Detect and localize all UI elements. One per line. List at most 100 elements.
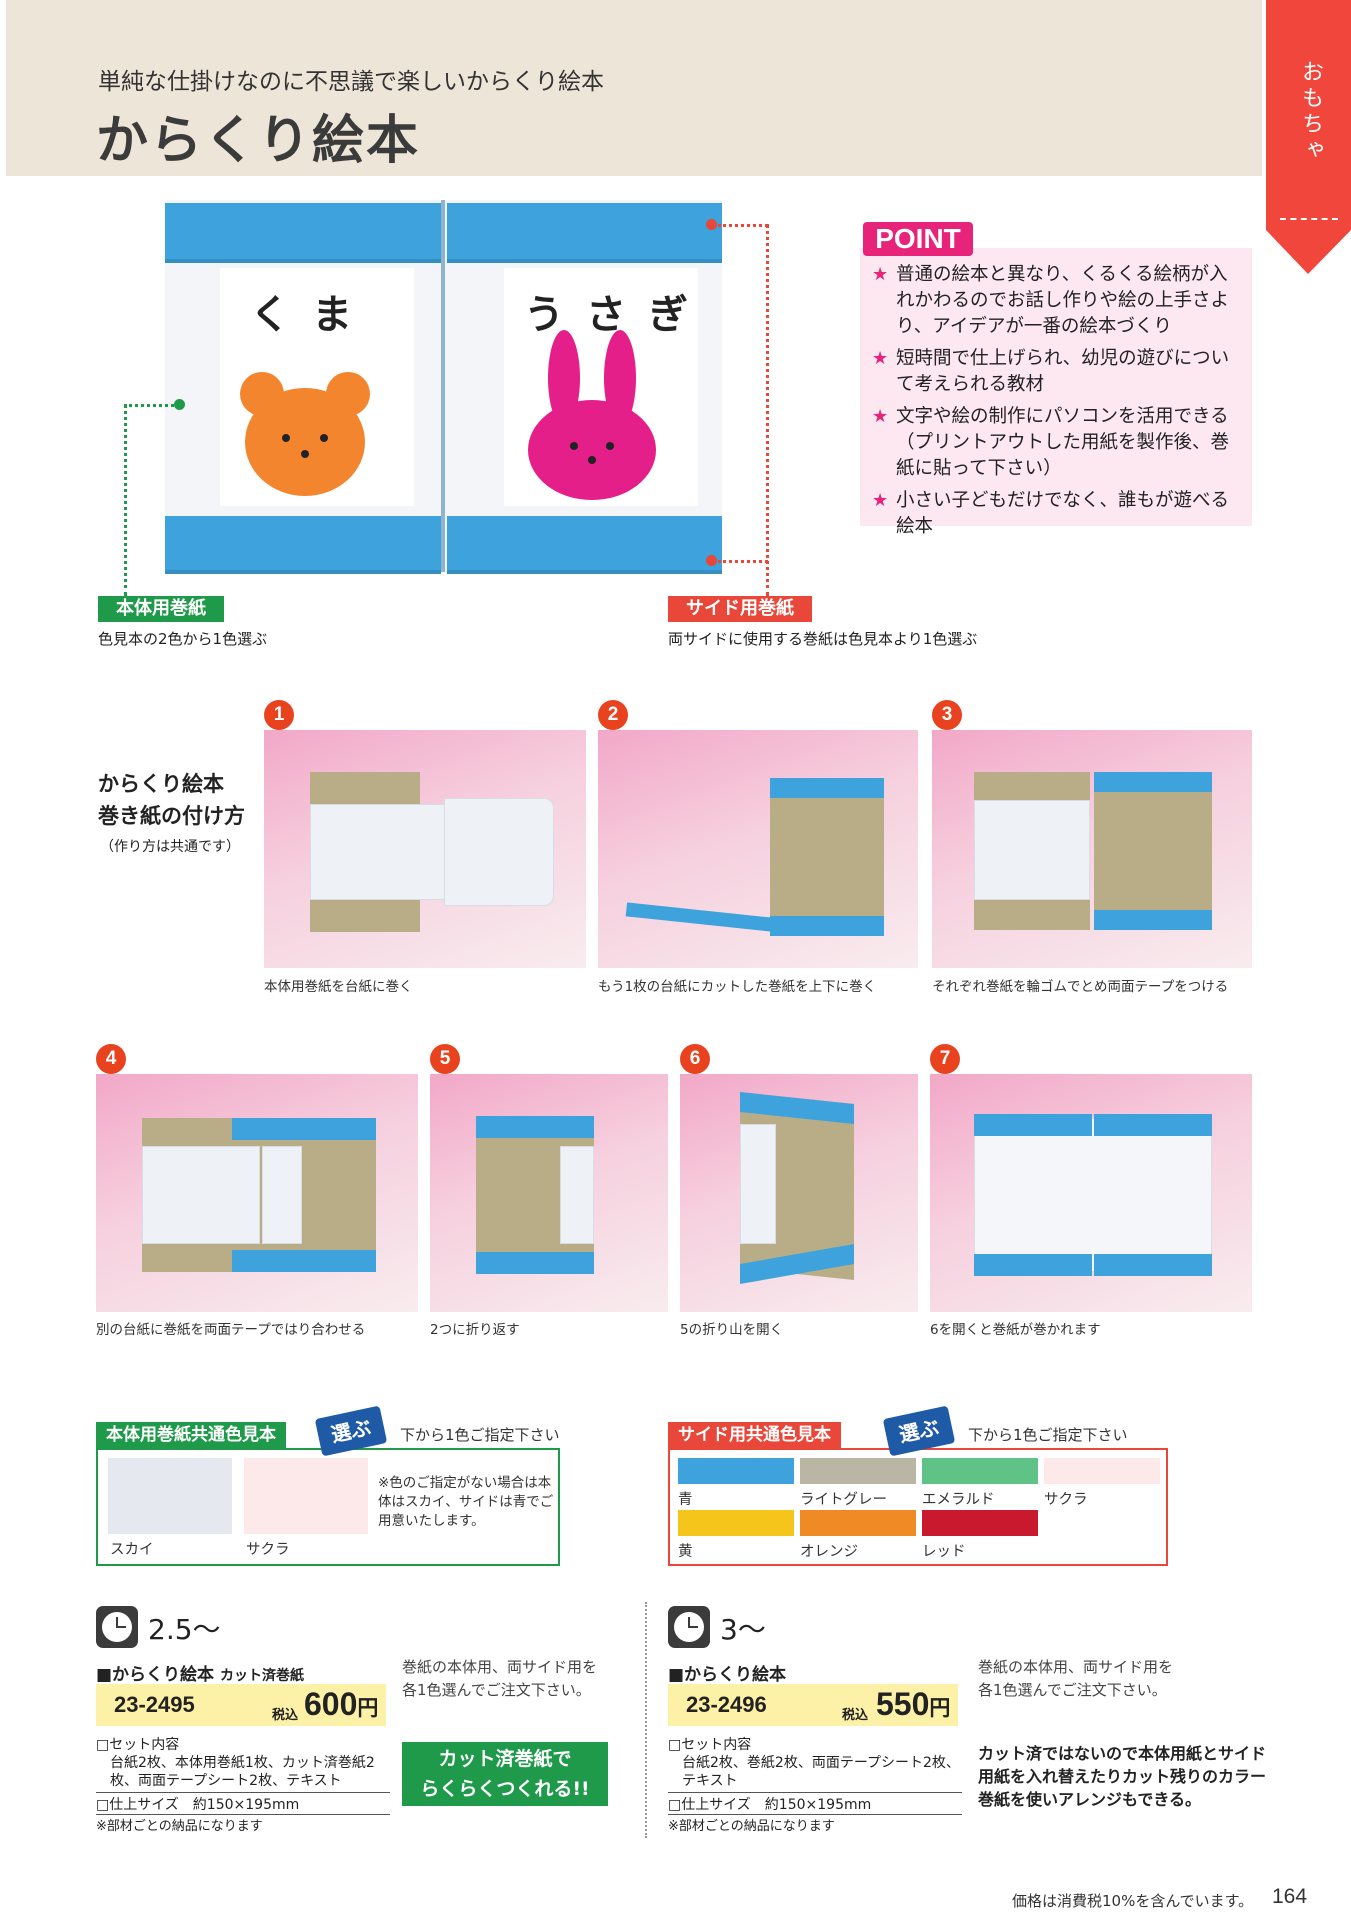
swatch-label: ライトグレー bbox=[800, 1492, 887, 1508]
swatch-label: オレンジ bbox=[800, 1544, 858, 1560]
swatch-sky[interactable] bbox=[108, 1458, 232, 1534]
order-note: 巻紙の本体用、両サイド用を各1色選んでご注文下さい。 bbox=[978, 1658, 1174, 1699]
product-name: ■からくり絵本 bbox=[668, 1665, 787, 1685]
spec-divider bbox=[668, 1814, 962, 1815]
product-price: 600円 bbox=[304, 1686, 379, 1722]
step-caption-4: 別の台紙に巻紙を両面テープではり合わせる bbox=[96, 1322, 366, 1338]
swatch-red[interactable] bbox=[922, 1510, 1038, 1536]
product-code: 23-2495 bbox=[114, 1692, 195, 1717]
side-swatch-instruction: 下から1色ご指定下さい bbox=[968, 1426, 1128, 1444]
top-band-left bbox=[165, 203, 441, 263]
left-page-word: くま bbox=[250, 292, 374, 338]
body-callout-line-h bbox=[124, 404, 180, 407]
star-icon: ★ bbox=[872, 406, 889, 427]
step-caption-2: もう1枚の台紙にカットした巻紙を上下に巻く bbox=[598, 979, 877, 995]
swatch-label: エメラルド bbox=[922, 1492, 995, 1508]
page-subtitle: 単純な仕掛けなのに不思議で楽しいからくり絵本 bbox=[98, 69, 604, 95]
side-callout-line-top bbox=[718, 224, 768, 227]
spec-divider bbox=[96, 1792, 390, 1793]
finished-size: □仕上サイズ 約150×195mm bbox=[96, 1797, 300, 1813]
side-swatch-label: サイド用共通色見本 bbox=[668, 1422, 841, 1448]
page-title: からくり絵本 bbox=[96, 111, 421, 171]
page-number: 164 bbox=[1272, 1885, 1308, 1908]
price-bar bbox=[668, 1684, 958, 1726]
category-tab-arrow bbox=[1266, 230, 1351, 274]
bear-face-illustration bbox=[240, 372, 370, 496]
body-paper-label: 本体用巻紙 bbox=[98, 596, 224, 622]
category-tab-label: おもちゃ bbox=[1298, 60, 1323, 164]
step-photo-4 bbox=[96, 1074, 418, 1312]
point-box bbox=[860, 248, 1252, 526]
swatch-label: 黄 bbox=[678, 1544, 693, 1560]
body-swatch-instruction: 下から1色ご指定下さい bbox=[400, 1426, 560, 1444]
body-callout-dot bbox=[174, 399, 185, 410]
step-number-1: 1 bbox=[264, 700, 294, 730]
body-swatch-label: 本体用巻紙共通色見本 bbox=[96, 1422, 286, 1448]
cut-paper-badge: カット済巻紙でらくらくつくれる!! bbox=[402, 1742, 608, 1806]
swatch-blue[interactable] bbox=[678, 1458, 794, 1484]
point-list: ★普通の絵本と異なり、くるくる絵柄が入れかわるのでお話し作りや絵の上手さより、ア… bbox=[872, 262, 1244, 546]
step-number-6: 6 bbox=[680, 1044, 710, 1074]
swatch-sakura-side[interactable] bbox=[1044, 1458, 1160, 1484]
swatch-emerald[interactable] bbox=[922, 1458, 1038, 1484]
step-number-4: 4 bbox=[96, 1044, 126, 1074]
swatch-sakura[interactable] bbox=[244, 1458, 368, 1534]
arrange-note: カット済ではないので本体用紙とサイド用紙を入れ替えたりカット残りのカラー巻紙を使… bbox=[978, 1744, 1267, 1809]
rabbit-face-illustration bbox=[528, 330, 656, 500]
step-number-7: 7 bbox=[930, 1044, 960, 1074]
step-photo-3 bbox=[932, 730, 1252, 968]
tax-label: 税込 bbox=[842, 1708, 869, 1723]
steps-heading: からくり絵本 巻き紙の付け方 bbox=[98, 772, 245, 828]
point-item: ★小さい子どもだけでなく、誰もが遊べる絵本 bbox=[872, 490, 1230, 537]
step-caption-7: 6を開くと巻紙が巻かれます bbox=[930, 1322, 1101, 1338]
product-name: ■からくり絵本 カット済巻紙 bbox=[96, 1665, 304, 1685]
swatch-orange[interactable] bbox=[800, 1510, 916, 1536]
step-photo-1 bbox=[264, 730, 586, 968]
side-callout-dot-bottom bbox=[706, 555, 717, 566]
price-bar bbox=[96, 1684, 386, 1726]
step-number-3: 3 bbox=[932, 700, 962, 730]
star-icon: ★ bbox=[872, 264, 889, 285]
star-icon: ★ bbox=[872, 348, 889, 369]
step-photo-2 bbox=[598, 730, 918, 968]
product-price: 550円 bbox=[876, 1686, 951, 1722]
delivery-note: ※部材ごとの納品になります bbox=[96, 1819, 263, 1834]
point-label: POINT bbox=[863, 222, 973, 256]
category-tab[interactable] bbox=[1266, 0, 1351, 230]
steps-subheading: （作り方は共通です） bbox=[100, 839, 240, 855]
point-item: ★短時間で仕上げられ、幼児の遊びについて考えられる教材 bbox=[872, 348, 1230, 395]
step-caption-3: それぞれ巻紙を輪ゴムでとめ両面テープをつける bbox=[932, 979, 1229, 995]
spec-divider bbox=[96, 1814, 390, 1815]
side-paper-label: サイド用巻紙 bbox=[668, 596, 812, 622]
step-caption-6: 5の折り山を開く bbox=[680, 1322, 784, 1338]
swatch-yellow[interactable] bbox=[678, 1510, 794, 1536]
step-number-5: 5 bbox=[430, 1044, 460, 1074]
side-callout-line-bottom bbox=[718, 560, 768, 563]
production-time: 3〜 bbox=[720, 1613, 766, 1646]
bottom-band-right bbox=[447, 516, 722, 574]
clock-icon bbox=[96, 1606, 138, 1648]
point-item: ★普通の絵本と異なり、くるくる絵柄が入れかわるのでお話し作りや絵の上手さより、ア… bbox=[872, 264, 1230, 337]
bottom-band-left bbox=[165, 516, 441, 574]
set-contents: □セット内容 台紙2枚、本体用巻紙1枚、カット済巻紙2枚、両面テープシート2枚、… bbox=[96, 1737, 375, 1789]
spec-divider bbox=[668, 1792, 962, 1793]
swatch-label: 青 bbox=[678, 1492, 693, 1508]
side-callout-dot-top bbox=[706, 219, 717, 230]
step-photo-6 bbox=[680, 1074, 918, 1312]
book-spine bbox=[441, 200, 445, 572]
product-code: 23-2496 bbox=[686, 1692, 767, 1717]
category-tab-divider bbox=[1280, 218, 1338, 220]
point-item: ★文字や絵の制作にパソコンを活用できる（プリントアウトした用紙を製作後、巻紙に貼… bbox=[872, 406, 1230, 479]
step-number-2: 2 bbox=[598, 700, 628, 730]
swatch-label: サクラ bbox=[246, 1542, 290, 1558]
header-band bbox=[6, 0, 1262, 176]
production-time: 2.5〜 bbox=[148, 1613, 221, 1646]
top-band-right bbox=[447, 203, 722, 263]
tax-footnote: 価格は消費税10%を含んでいます。 bbox=[1012, 1892, 1254, 1910]
swatch-light-gray[interactable] bbox=[800, 1458, 916, 1484]
side-paper-note: 両サイドに使用する巻紙は色見本より1色選ぶ bbox=[668, 630, 978, 648]
product-divider bbox=[645, 1602, 647, 1838]
swatch-label: スカイ bbox=[110, 1542, 154, 1558]
order-note: 巻紙の本体用、両サイド用を各1色選んでご注文下さい。 bbox=[402, 1658, 598, 1699]
body-callout-line-v bbox=[124, 404, 127, 596]
